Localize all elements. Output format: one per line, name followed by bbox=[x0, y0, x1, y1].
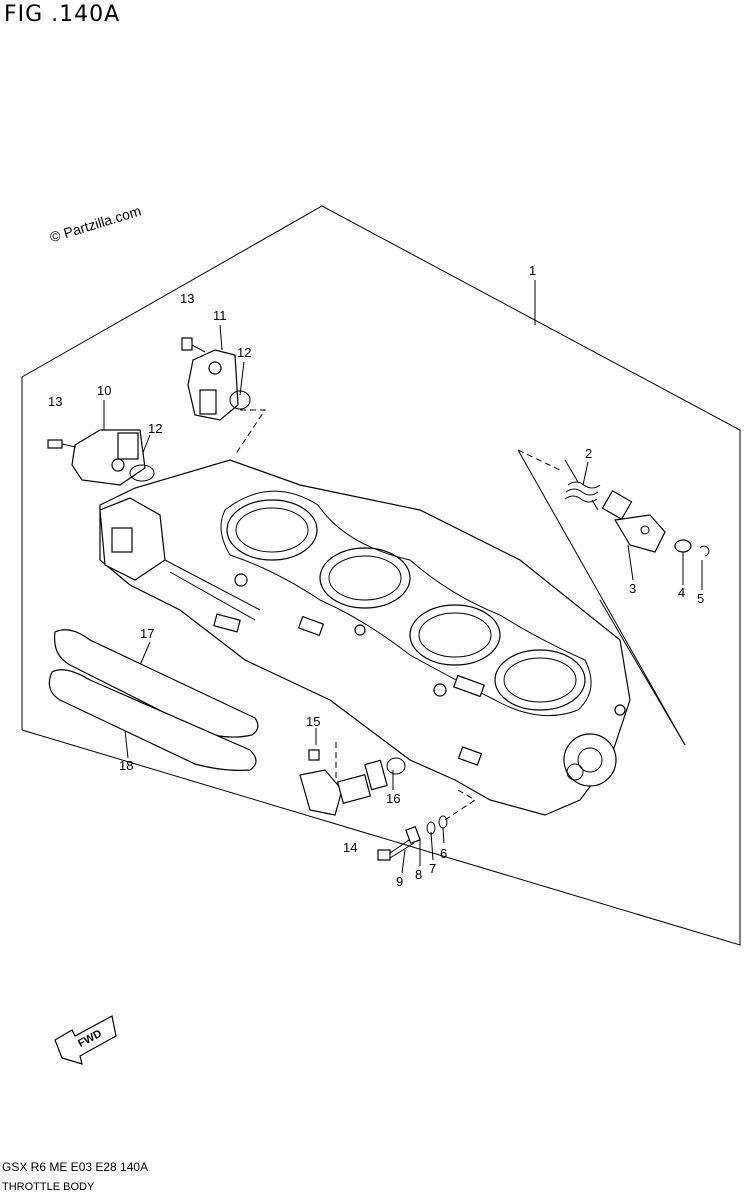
part-3-lever bbox=[601, 490, 666, 553]
throttle-pulley bbox=[563, 733, 617, 787]
part-4-washer bbox=[674, 539, 692, 553]
fwd-arrow-icon: FWD bbox=[54, 1015, 117, 1065]
part-17-hose bbox=[53, 629, 259, 738]
throttle-bore-4 bbox=[494, 649, 586, 711]
part-2-spring bbox=[564, 459, 601, 511]
part-12-oring-a bbox=[129, 464, 155, 482]
callout-10: 10 bbox=[97, 383, 111, 398]
subassembly-boundary bbox=[517, 449, 686, 746]
model-code: GSX R6 ME E03 E28 140A bbox=[2, 1160, 149, 1174]
callout-6: 6 bbox=[440, 846, 447, 861]
callout-17: 17 bbox=[140, 626, 154, 641]
callout-1: 1 bbox=[529, 263, 536, 278]
part-8-spring bbox=[405, 825, 421, 845]
callout-18: 18 bbox=[119, 758, 133, 773]
callout-4: 4 bbox=[678, 585, 685, 600]
callout-13-lower: 13 bbox=[48, 394, 62, 409]
part-18-hose bbox=[48, 669, 257, 771]
callout-7: 7 bbox=[429, 861, 436, 876]
callout-5: 5 bbox=[697, 591, 704, 606]
callout-16: 16 bbox=[386, 791, 400, 806]
callout-12-lower: 12 bbox=[148, 421, 162, 436]
callout-11: 11 bbox=[213, 308, 227, 323]
callout-2: 2 bbox=[585, 446, 592, 461]
section-name: THROTTLE BODY bbox=[2, 1181, 95, 1193]
callout-8: 8 bbox=[415, 867, 422, 882]
throttle-bore-1 bbox=[226, 499, 318, 561]
part-6-oring bbox=[438, 815, 448, 829]
callout-3: 3 bbox=[629, 581, 636, 596]
callout-12-upper: 12 bbox=[237, 345, 251, 360]
part-7-washer bbox=[426, 821, 436, 835]
assembly-boundary bbox=[21, 205, 741, 946]
part-11-sensor bbox=[181, 337, 251, 421]
part-5-clip bbox=[699, 545, 710, 557]
callout-15: 15 bbox=[306, 714, 320, 729]
throttle-bore-3 bbox=[409, 604, 501, 666]
callout-14: 14 bbox=[343, 840, 357, 855]
part-9-screw bbox=[377, 837, 415, 861]
throttle-body-assembly bbox=[99, 459, 631, 816]
throttle-bore-2 bbox=[319, 547, 411, 609]
part-12-oring-b bbox=[229, 390, 251, 410]
part-14-sensor bbox=[299, 749, 388, 816]
part-10-sensor bbox=[47, 429, 155, 486]
figure-title: FIG .140A bbox=[4, 2, 121, 27]
part-16-oring bbox=[386, 757, 406, 775]
callout-9: 9 bbox=[396, 874, 403, 889]
callout-13-upper: 13 bbox=[180, 291, 194, 306]
